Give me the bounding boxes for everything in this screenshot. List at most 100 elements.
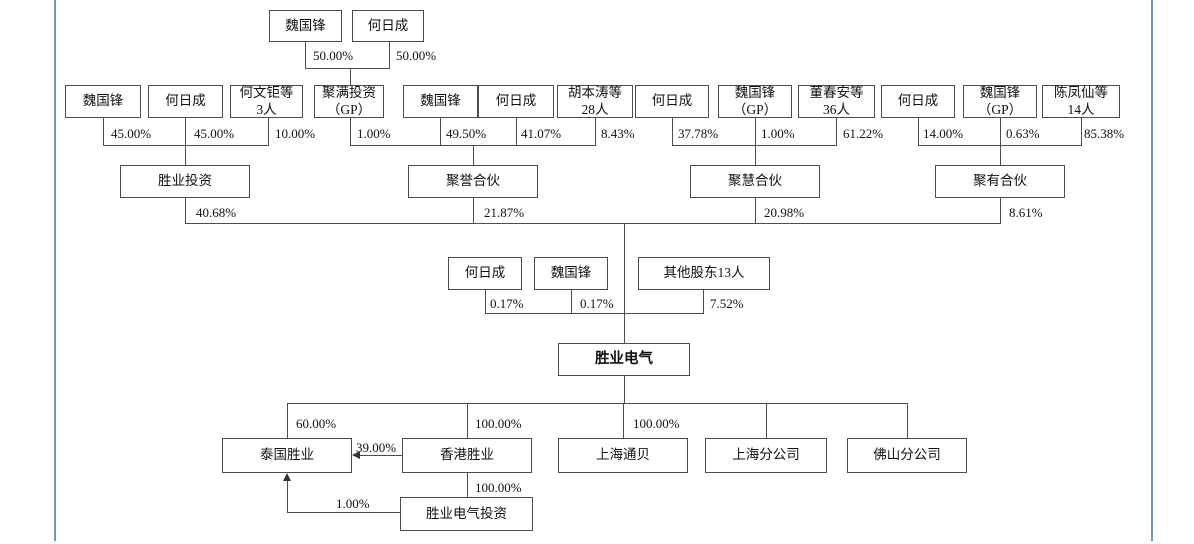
pct-label: 0.63%: [1006, 126, 1040, 141]
node-wei-guo-feng-gp-2: 魏国锋 （GP）: [963, 85, 1037, 118]
connector-line: [287, 512, 400, 513]
connector-line: [624, 223, 625, 343]
pct-label: 37.78%: [678, 126, 719, 141]
connector-line: [185, 145, 186, 165]
connector-line: [350, 118, 351, 145]
connector-line: [755, 145, 756, 165]
node-thailand-shengye: 泰国胜业: [222, 438, 352, 473]
node-shanghai-tongbei: 上海通贝: [558, 438, 688, 473]
node-juyu-partnership: 聚誉合伙: [408, 165, 538, 198]
node-wei-guo-feng-direct: 魏国锋: [534, 257, 608, 290]
node-dong-chun-an-36: 董春安等 36人: [798, 85, 875, 118]
connector-line: [485, 313, 704, 314]
connector-line: [672, 118, 673, 145]
connector-line: [185, 198, 186, 223]
connector-line: [571, 290, 572, 313]
connector-line: [467, 403, 468, 438]
pct-label: 1.00%: [336, 496, 370, 511]
pct-label: 60.00%: [296, 416, 337, 431]
pct-label: 45.00%: [111, 126, 152, 141]
connector-line: [485, 290, 486, 313]
connector-line: [287, 403, 288, 438]
pct-label: 100.00%: [633, 416, 680, 431]
connector-line: [360, 455, 402, 456]
pct-label: 50.00%: [313, 48, 354, 63]
pct-label: 10.00%: [275, 126, 316, 141]
connector-line: [305, 42, 306, 68]
connector-line: [623, 403, 624, 438]
page-left-border: [54, 0, 56, 541]
pct-label: 8.61%: [1009, 205, 1043, 220]
node-shengye-electric: 胜业电气: [558, 343, 690, 376]
node-juhui-partnership: 聚慧合伙: [690, 165, 820, 198]
pct-label: 45.00%: [194, 126, 235, 141]
connector-line: [185, 223, 1001, 224]
connector-line: [305, 68, 390, 69]
pct-label: 49.50%: [446, 126, 487, 141]
pct-label: 40.68%: [196, 205, 237, 220]
connector-line: [473, 198, 474, 223]
connector-line: [103, 145, 269, 146]
connector-line: [624, 376, 625, 403]
pct-label: 20.98%: [764, 205, 805, 220]
connector-line: [755, 198, 756, 223]
page-right-border: [1151, 0, 1153, 541]
pct-label: 0.17%: [580, 296, 614, 311]
pct-label: 7.52%: [710, 296, 744, 311]
arrowhead-up-icon: [283, 473, 291, 481]
connector-line: [703, 290, 704, 313]
node-foshan-branch: 佛山分公司: [847, 438, 967, 473]
connector-line: [185, 118, 186, 145]
node-he-ri-cheng-1: 何日成: [148, 85, 223, 118]
connector-line: [766, 403, 767, 438]
node-he-ri-cheng-direct: 何日成: [448, 257, 522, 290]
node-shengye-investment: 胜业投资: [120, 165, 250, 198]
connector-line: [287, 480, 288, 512]
node-wei-guo-feng-top: 魏国锋: [269, 10, 342, 42]
node-juyou-partnership: 聚有合伙: [935, 165, 1065, 198]
connector-line: [595, 118, 596, 145]
connector-line: [350, 68, 351, 85]
node-he-wen-ju-3: 何文钜等 3人: [230, 85, 303, 118]
connector-line: [516, 118, 517, 145]
pct-label: 50.00%: [396, 48, 437, 63]
node-other-shareholders-13: 其他股东13人: [638, 257, 770, 290]
connector-line: [755, 118, 756, 145]
pct-label: 100.00%: [475, 480, 522, 495]
pct-label: 39.00%: [356, 440, 397, 455]
connector-line: [287, 403, 907, 404]
pct-label: 8.43%: [601, 126, 635, 141]
node-hu-ben-tao-28: 胡本涛等 28人: [557, 85, 633, 118]
pct-label: 1.00%: [357, 126, 391, 141]
connector-line: [1000, 145, 1001, 165]
node-he-ri-cheng-top: 何日成: [352, 10, 424, 42]
connector-line: [1000, 198, 1001, 223]
connector-line: [1081, 118, 1082, 145]
connector-line: [672, 145, 837, 146]
connector-line: [440, 118, 441, 145]
node-wei-guo-feng-gp-1: 魏国锋 （GP）: [718, 85, 792, 118]
node-wei-guo-feng-2: 魏国锋: [403, 85, 478, 118]
connector-line: [467, 473, 468, 497]
pct-label: 41.07%: [521, 126, 562, 141]
connector-line: [473, 145, 474, 165]
node-he-ri-cheng-3: 何日成: [635, 85, 709, 118]
node-hongkong-shengye: 香港胜业: [402, 438, 532, 473]
pct-label: 85.38%: [1084, 126, 1125, 141]
connector-line: [103, 118, 104, 145]
node-shanghai-branch: 上海分公司: [705, 438, 827, 473]
pct-label: 61.22%: [843, 126, 884, 141]
node-shengye-electric-investment: 胜业电气投资: [400, 497, 533, 531]
pct-label: 14.00%: [923, 126, 964, 141]
node-he-ri-cheng-2: 何日成: [478, 85, 554, 118]
pct-label: 0.17%: [490, 296, 524, 311]
connector-line: [836, 118, 837, 145]
node-ju-man-investment-gp: 聚满投资 （GP）: [314, 85, 384, 118]
connector-line: [389, 42, 390, 68]
connector-line: [918, 118, 919, 145]
node-wei-guo-feng-1: 魏国锋: [65, 85, 141, 118]
node-chen-feng-xian-14: 陈凤仙等 14人: [1042, 85, 1120, 118]
pct-label: 1.00%: [761, 126, 795, 141]
connector-line: [268, 118, 269, 145]
